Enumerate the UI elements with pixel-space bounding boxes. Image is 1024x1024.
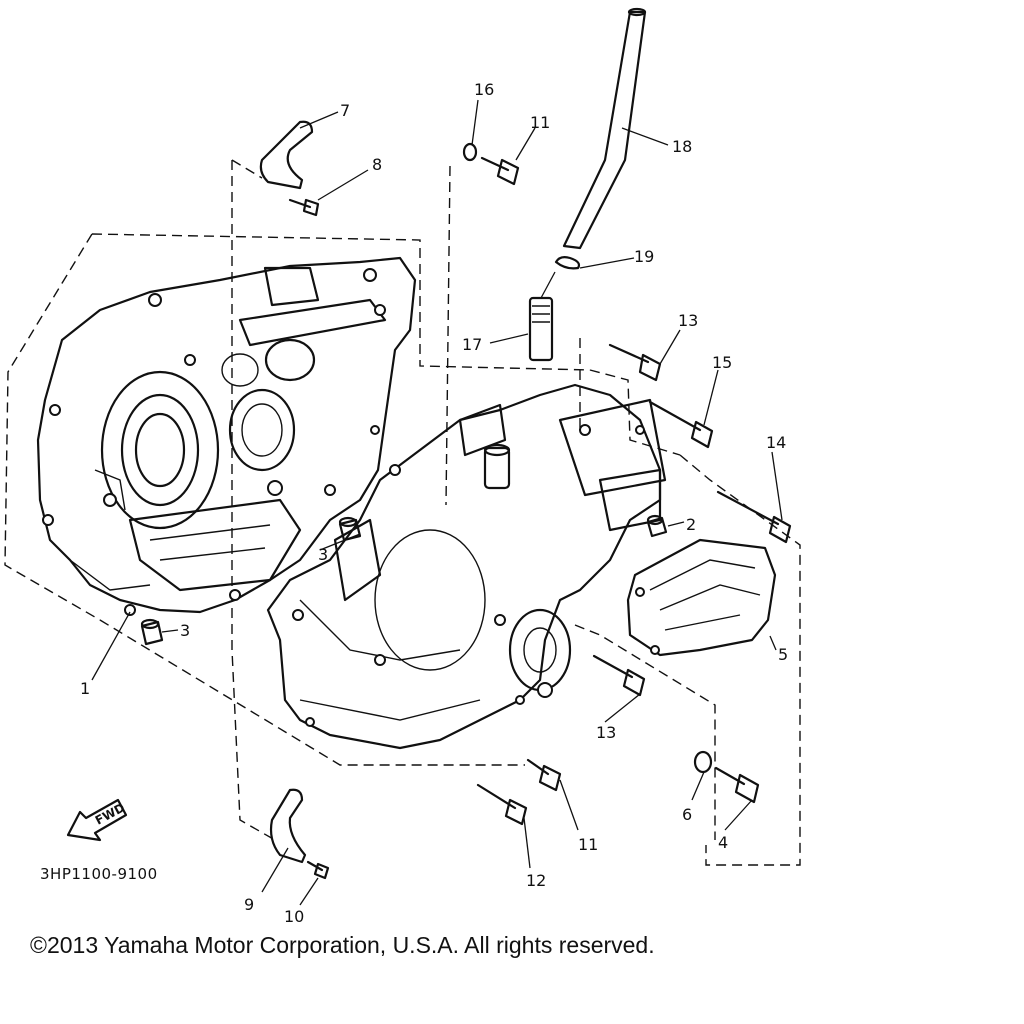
callout-14: 14 — [766, 433, 786, 452]
callout-17: 17 — [462, 335, 482, 354]
fwd-arrow-icon: FWD — [66, 798, 127, 842]
callout-8: 8 — [372, 155, 382, 174]
callout-13-upper: 13 — [678, 311, 698, 330]
clip — [554, 256, 581, 270]
assembly-boundary-lines — [4, 159, 801, 866]
callout-3-right: 3 — [318, 545, 328, 564]
side-cover — [626, 538, 777, 657]
right-crankcase — [266, 383, 667, 750]
callout-2: 2 — [686, 515, 696, 534]
callout-15: 15 — [712, 353, 732, 372]
copyright-notice: ©2013 Yamaha Motor Corporation, U.S.A. A… — [30, 932, 655, 958]
bolts — [288, 142, 792, 880]
callout-11-upper: 11 — [530, 113, 550, 132]
bracket-lower — [269, 788, 307, 864]
callout-10: 10 — [284, 907, 304, 926]
callout-6: 6 — [682, 805, 692, 824]
bracket-upper — [259, 120, 314, 190]
callout-4: 4 — [718, 833, 728, 852]
callout-11-lower: 11 — [578, 835, 598, 854]
callout-13-lower: 13 — [596, 723, 616, 742]
callout-16: 16 — [474, 80, 494, 99]
exploded-parts-diagram: FWD 7 8 16 11 18 19 17 13 15 14 2 3 3 5 … — [4, 7, 801, 926]
callout-1: 1 — [80, 679, 90, 698]
leader-lines — [91, 99, 783, 906]
callout-9: 9 — [244, 895, 254, 914]
callout-numbers: 7 8 16 11 18 19 17 13 15 14 2 3 3 5 1 13… — [80, 80, 788, 926]
callout-5: 5 — [778, 645, 788, 664]
dowel-pins — [140, 514, 668, 646]
callout-3-left: 3 — [180, 621, 190, 640]
callout-12: 12 — [526, 871, 546, 890]
left-crankcase — [36, 256, 417, 616]
callout-19: 19 — [634, 247, 654, 266]
diagram-part-number: 3HP1100-9100 — [40, 865, 158, 883]
callout-18: 18 — [672, 137, 692, 156]
oil-pipe — [562, 7, 647, 250]
union-fitting — [528, 271, 556, 362]
callout-7: 7 — [340, 101, 350, 120]
